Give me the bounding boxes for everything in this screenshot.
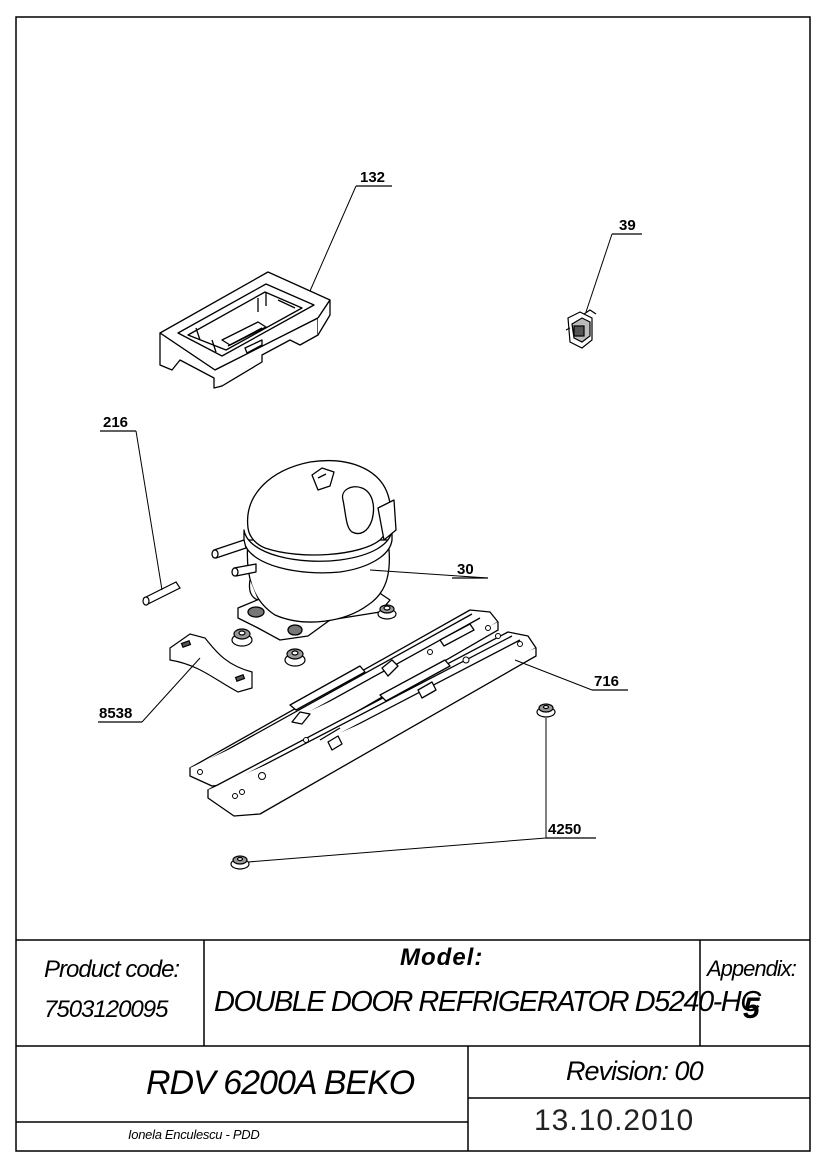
drawing-frame	[15, 16, 811, 1152]
callout-8538: 8538	[99, 705, 132, 722]
rubber-grommets	[231, 604, 397, 667]
callout-216: 216	[103, 414, 128, 431]
callout-39: 39	[619, 217, 636, 234]
author: Ionela Enculescu - PDD	[128, 1127, 260, 1142]
model-value: DOUBLE DOOR REFRIGERATOR D5240-HC	[214, 986, 761, 1018]
callout-132: 132	[360, 169, 385, 186]
rail-holes	[197, 625, 523, 799]
revision: Revision: 00	[566, 1056, 704, 1086]
part-39-relay	[565, 309, 597, 349]
callout-716: 716	[594, 673, 619, 690]
product-code-value: 7503120095	[44, 996, 168, 1023]
product-code-label: Product code:	[44, 956, 180, 983]
part-716-base-rails	[189, 609, 537, 817]
date: 13.10.2010	[534, 1104, 695, 1137]
part-8538-plate	[169, 633, 253, 693]
part-4250-grommets	[230, 703, 556, 870]
appendix-value: 5	[743, 992, 760, 1025]
part-216-pin	[142, 581, 181, 606]
appendix-label: Appendix:	[707, 956, 797, 981]
callout-30: 30	[457, 561, 474, 578]
part-132-drip-tray	[159, 271, 331, 389]
part-30-compressor	[211, 460, 397, 641]
title-block-grid	[16, 939, 810, 1151]
model-label: Model:	[400, 944, 484, 971]
callout-4250: 4250	[548, 821, 581, 838]
product-name: RDV 6200A BEKO	[146, 1064, 415, 1102]
